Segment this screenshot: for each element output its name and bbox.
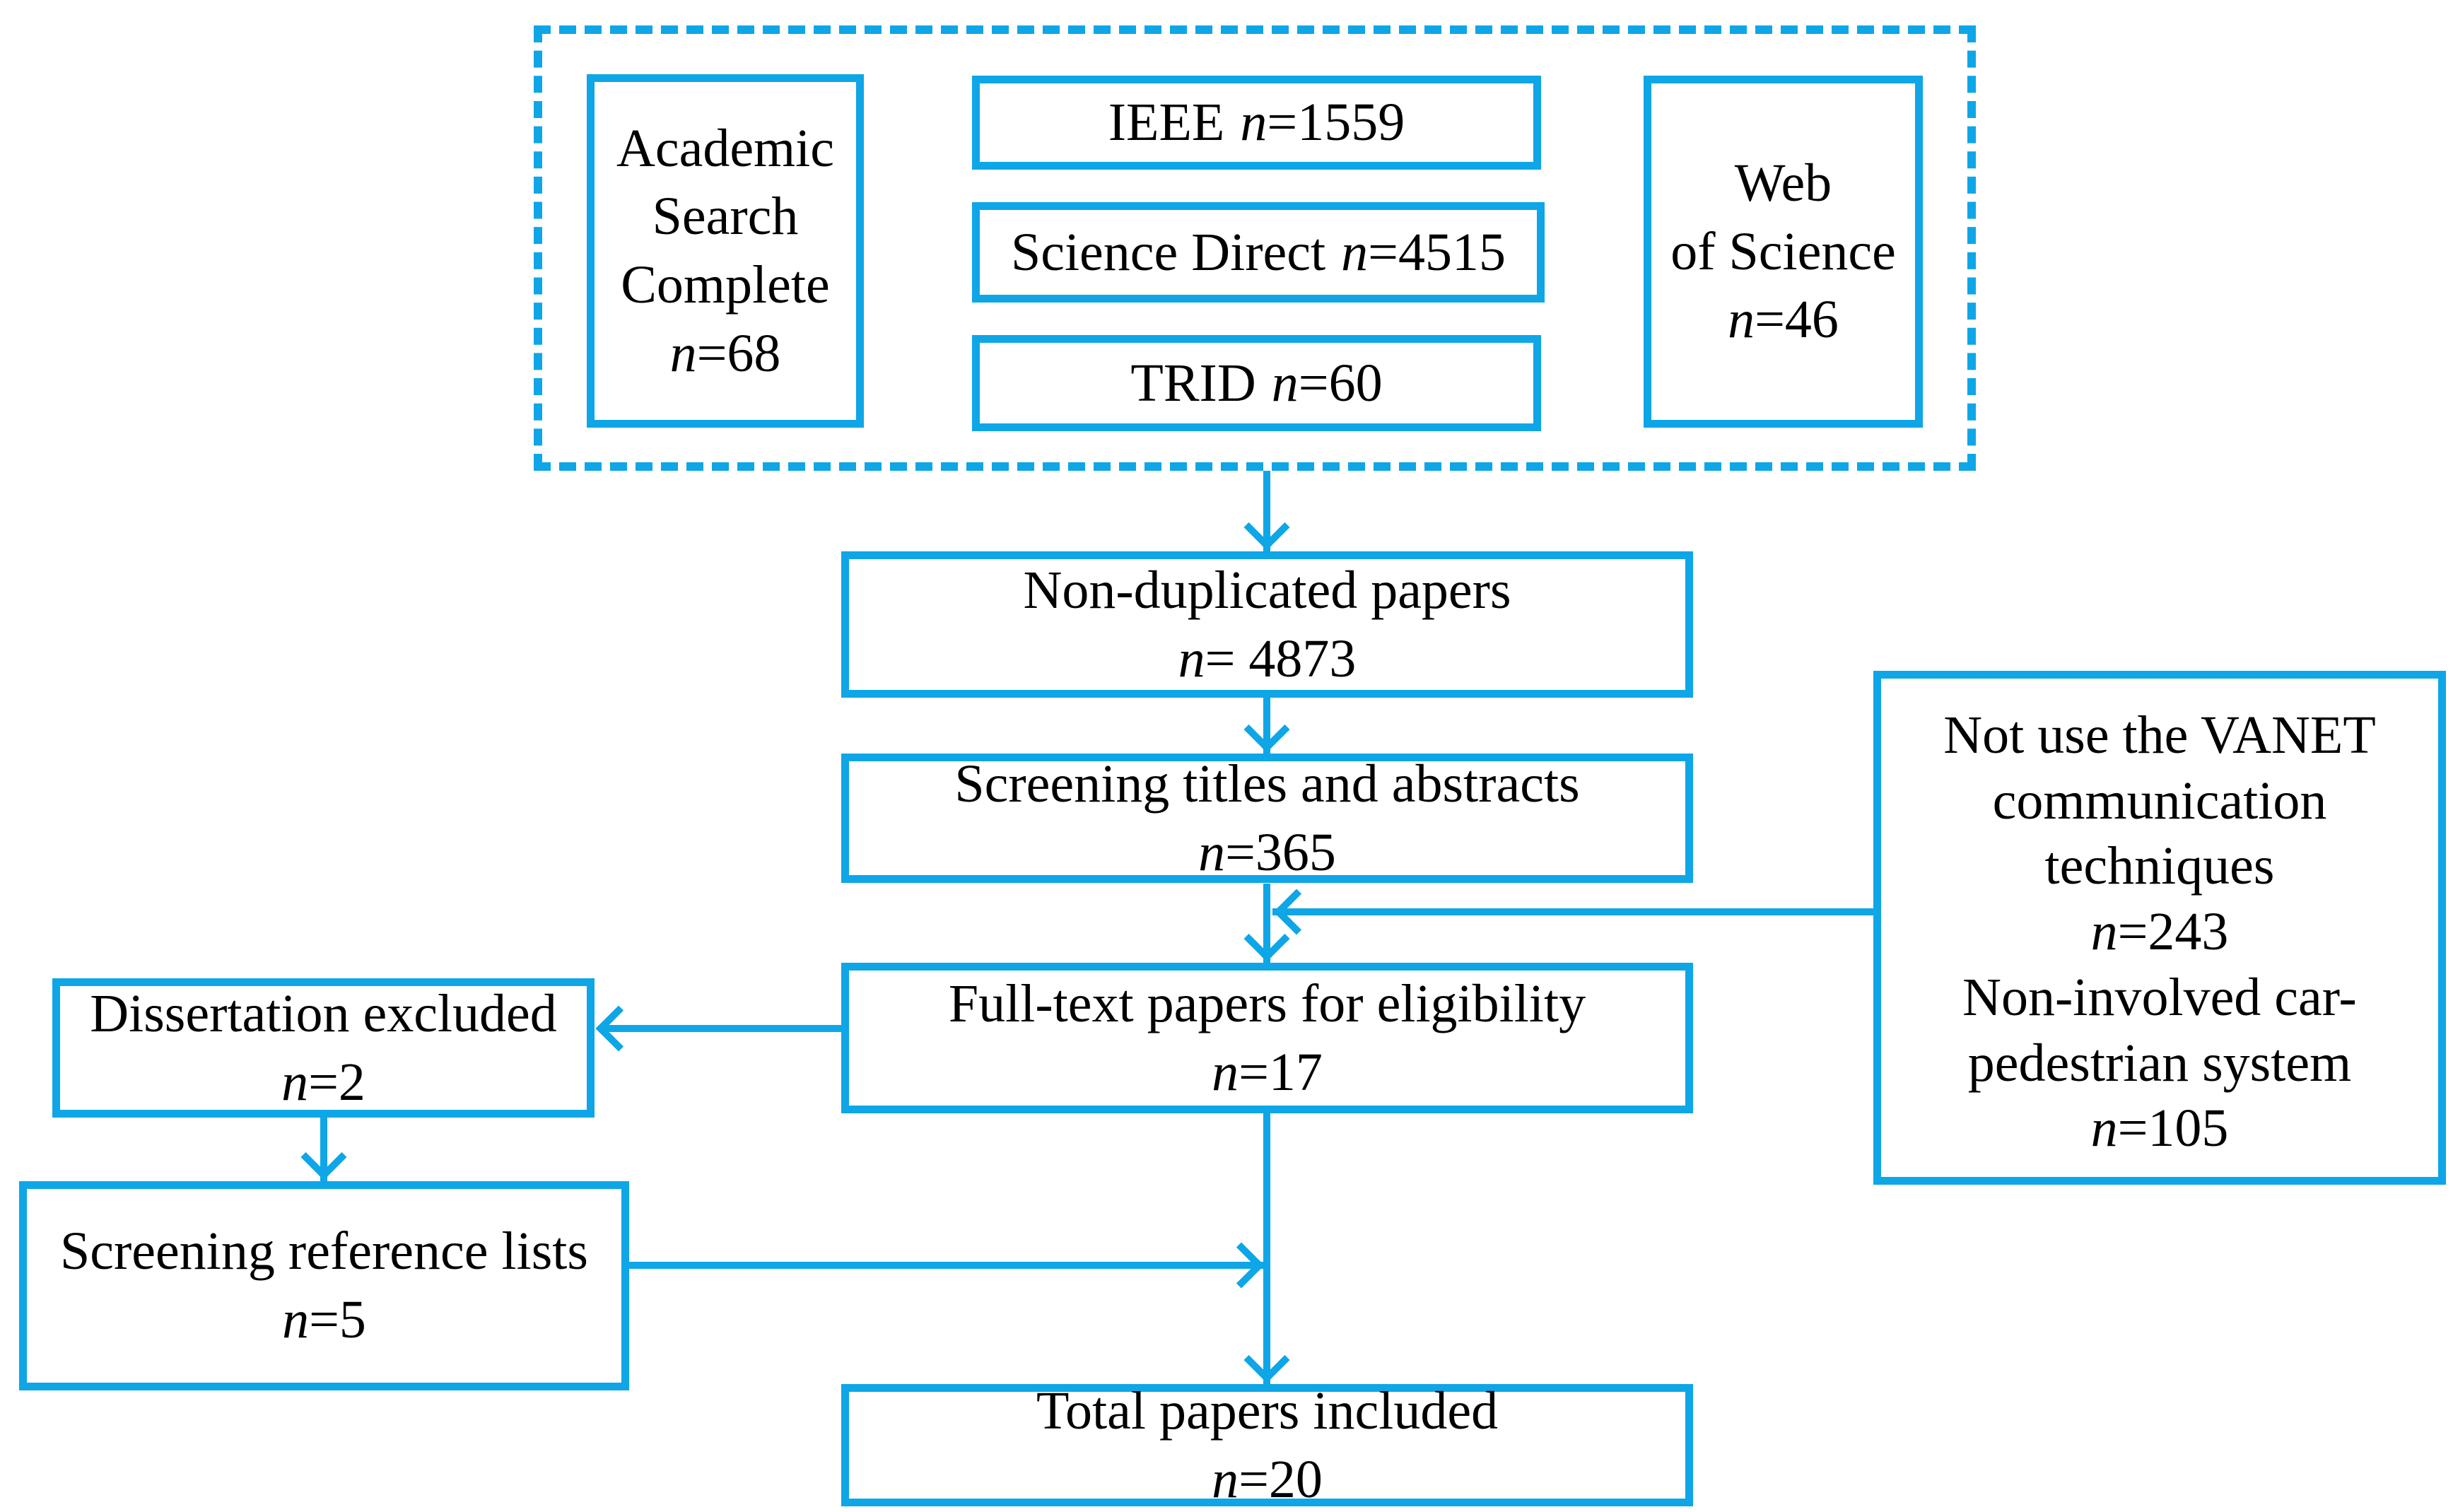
count-value: = 4873: [1205, 628, 1357, 688]
science-direct-label: Science Direct: [1010, 222, 1326, 282]
count-var: n: [2090, 1098, 2118, 1159]
exclusion-entry: Not use the VANET communication techniqu…: [1943, 703, 2376, 965]
non-duplicated-count: n= 4873: [1178, 625, 1357, 693]
count-value: =5: [309, 1290, 366, 1349]
reference-lists-count: n=5: [282, 1286, 366, 1354]
arrowhead-down-icon: [300, 1134, 347, 1180]
connector-fulltext-to-total: [1263, 1113, 1270, 1385]
exclusion-entry-count: n=105: [1962, 1096, 2357, 1161]
count-var: n: [2090, 902, 2118, 962]
arrowhead-left-icon: [595, 1005, 642, 1052]
full-text-title: Full-text papers for eligibility: [948, 973, 1586, 1033]
arrowhead-down-icon: [1243, 1337, 1290, 1383]
reference-lists-title: Screening reference lists: [60, 1221, 588, 1282]
full-text-box: Full-text papers for eligibility n=17: [841, 963, 1693, 1113]
count-value: =1559: [1267, 93, 1405, 153]
count-value: =365: [1225, 822, 1336, 882]
count-var: n: [1212, 1449, 1239, 1509]
count-var: n: [1212, 1042, 1239, 1102]
connector-nonduplicated-to-screening: [1263, 698, 1270, 754]
academic-search-title: Academic Search Complete: [616, 118, 835, 315]
dissertation-excluded-box: Dissertation excluded n=2: [52, 978, 595, 1118]
arrowhead-down-icon: [1243, 915, 1290, 962]
connector-screening-to-fulltext: [1263, 884, 1270, 963]
count-var: n: [1178, 628, 1205, 688]
count-var: n: [281, 1052, 309, 1112]
total-included-title: Total papers included: [1036, 1381, 1499, 1441]
arrowhead-right-icon: [1218, 1242, 1265, 1289]
count-value: =17: [1239, 1042, 1323, 1102]
count-var: n: [1341, 222, 1369, 282]
count-value: =60: [1298, 353, 1383, 413]
academic-search-count: n=68: [670, 320, 781, 388]
ieee-label: IEEE: [1108, 93, 1225, 153]
exclusion-reasons-box: Not use the VANET communication techniqu…: [1873, 671, 2446, 1185]
count-value: =4515: [1368, 222, 1506, 282]
full-text-count: n=17: [1212, 1038, 1323, 1107]
count-var: n: [1198, 822, 1226, 882]
count-var: n: [282, 1290, 310, 1349]
count-value: =2: [308, 1052, 365, 1112]
connector-databases-to-nonduplicated: [1263, 471, 1270, 552]
count-var: n: [669, 323, 697, 383]
count-value: =68: [696, 323, 781, 383]
screening-titles-title: Screening titles and abstracts: [954, 754, 1580, 814]
count-value: =105: [2117, 1098, 2229, 1159]
non-duplicated-title: Non-duplicated papers: [1023, 560, 1511, 620]
connector-dissertation-to-referencelists: [320, 1118, 327, 1182]
dissertation-excluded-title: Dissertation excluded: [90, 983, 557, 1043]
connector-referencelists-to-total: [628, 1262, 1264, 1269]
non-duplicated-box: Non-duplicated papers n= 4873: [841, 551, 1693, 698]
count-value: =243: [2117, 902, 2229, 962]
count-value: =20: [1239, 1449, 1323, 1509]
screening-titles-count: n=365: [1198, 819, 1336, 887]
count-value: =46: [1755, 290, 1839, 350]
arrowhead-down-icon: [1243, 504, 1290, 551]
count-var: n: [1240, 93, 1268, 153]
trid-label: TRID: [1130, 353, 1256, 413]
arrowhead-left-icon: [1273, 889, 1320, 935]
arrowhead-down-icon: [1243, 706, 1290, 753]
exclusion-entry-count: n=243: [1943, 899, 2376, 965]
web-of-science-count: n=46: [1728, 286, 1839, 354]
web-of-science-title: Web of Science: [1670, 153, 1896, 281]
exclusion-entry: Non-involved car- pedestrian system n=10…: [1962, 965, 2357, 1161]
connector-exclusion-to-fulltext: [1272, 908, 1875, 915]
screening-titles-box: Screening titles and abstracts n=365: [841, 754, 1693, 883]
total-included-box: Total papers included n=20: [841, 1381, 1693, 1509]
reference-lists-box: Screening reference lists n=5: [19, 1181, 629, 1390]
academic-search-box: Academic Search Complete n=68: [587, 74, 864, 428]
exclusion-entry-title: Not use the VANET communication techniqu…: [1943, 705, 2376, 896]
web-of-science-box: Web of Science n=46: [1644, 76, 1923, 428]
count-var: n: [1271, 353, 1299, 413]
connector-fulltext-to-dissertation: [600, 1025, 842, 1032]
total-included-count: n=20: [1212, 1446, 1323, 1512]
count-var: n: [1728, 290, 1755, 350]
exclusion-entry-title: Non-involved car- pedestrian system: [1962, 967, 2357, 1093]
dissertation-excluded-count: n=2: [281, 1048, 365, 1117]
